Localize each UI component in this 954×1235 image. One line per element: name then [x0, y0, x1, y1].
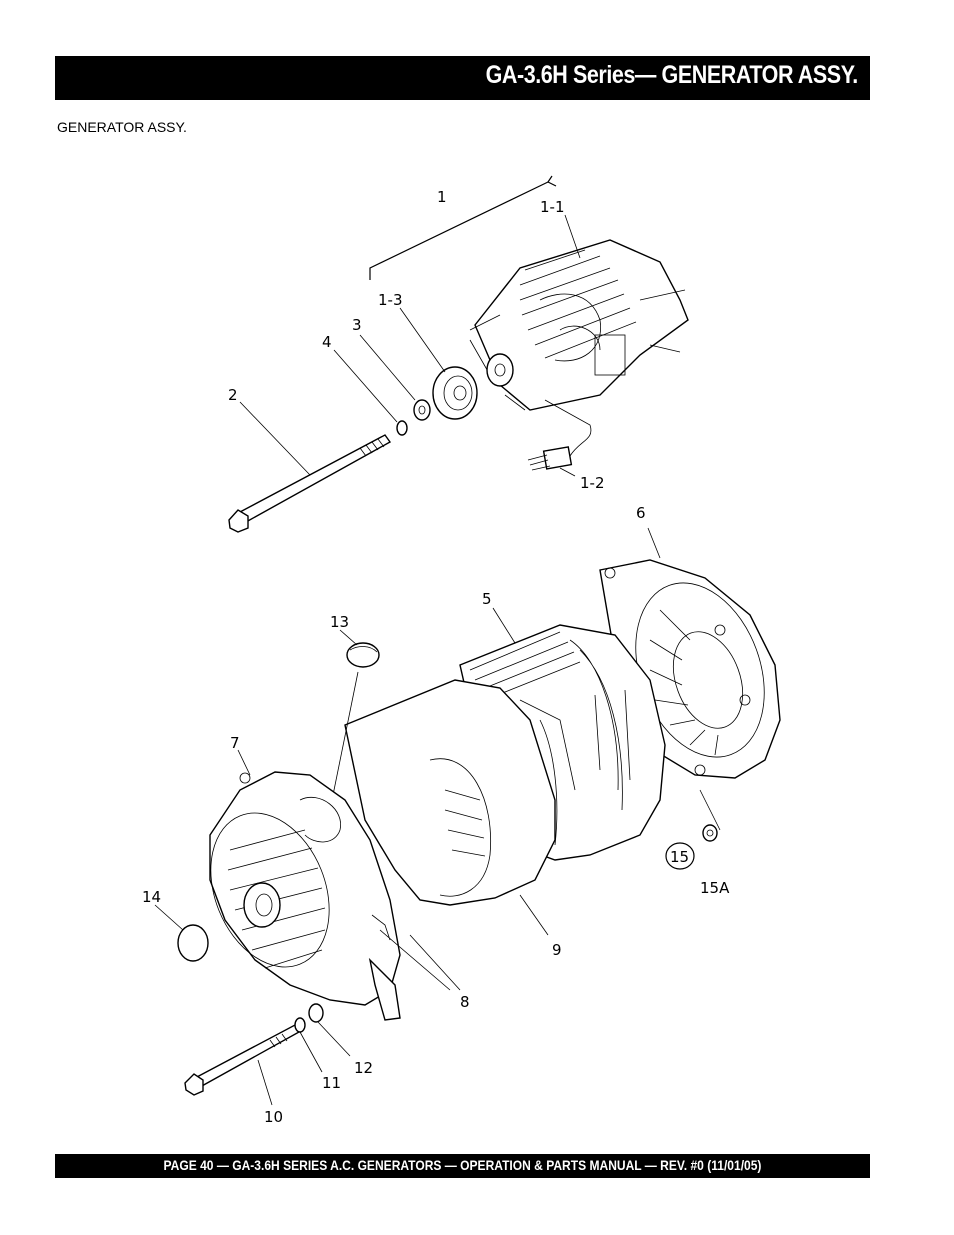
callout-3: 3 — [352, 316, 362, 334]
washer-15a — [702, 824, 718, 842]
callout-2: 2 — [228, 386, 238, 404]
callout-1-3: 1-3 — [378, 291, 403, 309]
callout-13: 13 — [330, 613, 349, 631]
washer-12 — [308, 1003, 324, 1023]
rectifier — [527, 399, 592, 471]
callout-12: 12 — [354, 1059, 373, 1077]
footer-text: PAGE 40 — GA-3.6H SERIES A.C. GENERATORS… — [163, 1157, 762, 1173]
callout-10: 10 — [264, 1108, 283, 1126]
front-bolt — [184, 1024, 300, 1096]
rotor-assembly — [469, 239, 689, 411]
callout-15: 15 — [670, 848, 689, 866]
callout-7: 7 — [230, 734, 240, 752]
lock-washer-11 — [294, 1017, 306, 1033]
plug — [346, 642, 380, 668]
callout-1: 1 — [437, 188, 447, 206]
bearing — [432, 366, 478, 420]
callout-4: 4 — [322, 333, 332, 351]
callout-6: 6 — [636, 504, 646, 522]
footer-bar: PAGE 40 — GA-3.6H SERIES A.C. GENERATORS… — [55, 1154, 870, 1178]
callout-1-2: 1-2 — [580, 474, 605, 492]
callout-5: 5 — [482, 590, 492, 608]
front-housing — [209, 771, 401, 1021]
page-title: GA-3.6H Series— GENERATOR ASSY. — [485, 61, 859, 89]
callout-9: 9 — [552, 941, 562, 959]
callout-1-1: 1-1 — [540, 198, 565, 216]
section-label: GENERATOR ASSY. — [57, 119, 187, 135]
end-cap — [177, 924, 209, 962]
through-bolt — [228, 434, 392, 533]
callout-8: 8 — [460, 993, 470, 1011]
washer — [413, 399, 431, 421]
callout-14: 14 — [142, 888, 161, 906]
callout-11: 11 — [322, 1074, 341, 1092]
header-bar: GA-3.6H Series— GENERATOR ASSY. — [55, 56, 870, 100]
callout-circle-15 — [665, 842, 695, 870]
callout-15a: 15A — [700, 879, 730, 897]
stator-cover — [344, 679, 556, 906]
lock-washer — [396, 420, 408, 436]
